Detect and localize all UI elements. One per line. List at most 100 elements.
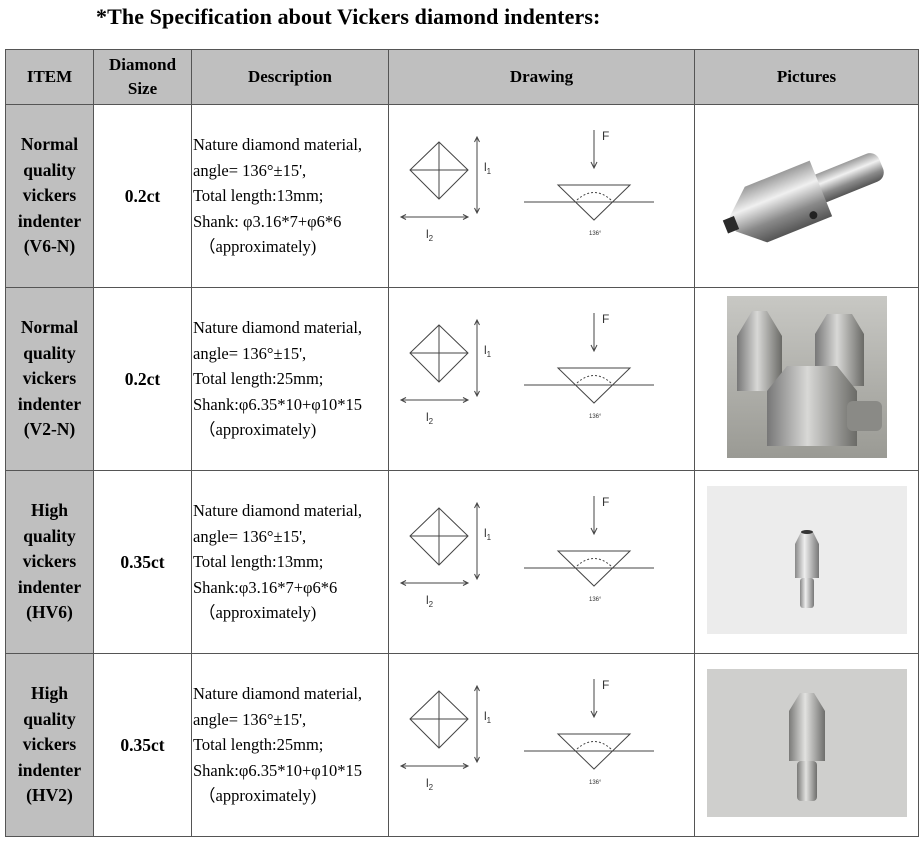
header-size-line2: Size (127, 79, 158, 98)
description-line: angle= 136°±15', (193, 160, 307, 180)
item-line: vickers (22, 551, 77, 572)
indenter-side-view (556, 184, 632, 221)
description-line: （approximately) (199, 420, 317, 440)
force-arrow-head (590, 344, 598, 353)
description-line: （approximately) (199, 237, 317, 257)
force-arrow-head (590, 527, 598, 536)
item-line: (HV6) (26, 602, 73, 623)
l2-arrow-right (462, 580, 470, 586)
item-line: quality (23, 342, 76, 363)
svg-text:l1: l1 (484, 709, 492, 725)
description-line: Shank:φ3.16*7+φ6*6 (193, 577, 338, 597)
item-line: (V2-N) (23, 419, 76, 440)
description-line: angle= 136°±15', (193, 709, 307, 729)
l1-arrow-up (474, 135, 480, 143)
force-label: F (602, 129, 609, 143)
table-row: Normal quality vickers indenter (V6-N) 0… (5, 104, 919, 288)
indenter-drawing: l1 l2 F 136° (399, 312, 654, 426)
l2-arrow-right (462, 214, 470, 220)
indenter-photo-v6n (722, 152, 884, 242)
l2-label: l (426, 776, 429, 790)
header-pictures: Pictures (694, 49, 919, 105)
picture-cell (694, 104, 919, 288)
indenter-drawing: l1 l2 F 136° (399, 129, 654, 243)
item-line: vickers (22, 185, 77, 206)
l2-arrow-left (399, 397, 407, 403)
item-line: indenter (17, 210, 82, 231)
item-line: Normal (20, 317, 79, 338)
item-cell: High quality vickers indenter (HV6) (5, 470, 94, 654)
description-line: Shank:φ6.35*10+φ10*15 (193, 394, 363, 414)
angle-label: 136° (589, 414, 602, 420)
svg-text:l2: l2 (426, 227, 434, 243)
l1-arrow-up (474, 501, 480, 509)
angle-label: 136° (589, 780, 602, 786)
l1-arrow-up (474, 684, 480, 692)
description-line: （approximately) (199, 603, 317, 623)
svg-text:l2: l2 (426, 410, 434, 426)
svg-text:l1: l1 (484, 160, 492, 176)
force-label: F (602, 678, 609, 692)
table-row: High quality vickers indenter (HV6) 0.35… (5, 470, 919, 654)
angle-arc (576, 375, 612, 384)
table-row: Normal quality vickers indenter (V2-N) 0… (5, 287, 919, 471)
l1-subscript: 1 (487, 533, 492, 542)
drawing-cell: l1 l2 F 136° (388, 653, 695, 837)
force-arrow-head (590, 161, 598, 170)
force-label: F (602, 312, 609, 326)
l1-label: l (484, 343, 487, 357)
description-line: Shank:φ6.35*10+φ10*15 (193, 760, 363, 780)
item-line: High (31, 500, 68, 521)
product-photo (707, 124, 907, 269)
svg-text:l1: l1 (484, 343, 492, 359)
header-description: Description (191, 49, 389, 105)
l1-label: l (484, 526, 487, 540)
item-line: (V6-N) (23, 236, 76, 257)
header-diamond-size: Diamond Size (93, 49, 192, 105)
l1-arrow-down (474, 390, 480, 398)
l1-arrow-up (474, 318, 480, 326)
indenter-side-view (556, 733, 632, 770)
description-line: Nature diamond material, (193, 318, 363, 337)
angle-label: 136° (589, 231, 602, 237)
diamond-size-cell: 0.35ct (93, 470, 192, 654)
item-line: vickers (22, 734, 77, 755)
indenter-drawing: l1 l2 F 136° (399, 495, 654, 609)
description-line: （approximately) (199, 786, 317, 806)
description-cell: Nature diamond material, angle= 136°±15'… (191, 470, 389, 654)
l2-arrow-right (462, 763, 470, 769)
angle-label: 136° (589, 597, 602, 603)
item-line: vickers (22, 368, 77, 389)
item-line: indenter (17, 759, 82, 780)
l1-arrow-down (474, 573, 480, 581)
angle-arc (576, 558, 612, 567)
indenter-photo-hv6 (706, 485, 907, 634)
l2-label: l (426, 593, 429, 607)
l1-subscript: 1 (487, 167, 492, 176)
description-cell: Nature diamond material, angle= 136°±15'… (191, 653, 389, 837)
indenter-photo-v2n (726, 295, 887, 458)
l1-label: l (484, 709, 487, 723)
diamond-size-cell: 0.2ct (93, 287, 192, 471)
page-title: *The Specification about Vickers diamond… (96, 4, 601, 29)
description-line: Total length:13mm; (193, 552, 324, 572)
picture-cell (694, 653, 919, 837)
svg-text:l2: l2 (426, 776, 434, 792)
item-cell: High quality vickers indenter (HV2) (5, 653, 94, 837)
item-line: High (31, 683, 68, 704)
product-photo (726, 295, 887, 463)
l1-arrow-down (474, 756, 480, 764)
picture-cell (694, 287, 919, 471)
header-drawing: Drawing (388, 49, 695, 105)
item-line: Normal (20, 134, 79, 155)
drawing-cell: l1 l2 F 136° (388, 470, 695, 654)
item-cell: Normal quality vickers indenter (V6-N) (5, 104, 94, 288)
description-line: Total length:13mm; (193, 186, 324, 206)
description-cell: Nature diamond material, angle= 136°±15'… (191, 104, 389, 288)
item-line: quality (23, 525, 76, 546)
item-line: indenter (17, 576, 82, 597)
description-line: angle= 136°±15', (193, 343, 307, 363)
item-line: (HV2) (26, 785, 73, 806)
force-label: F (602, 495, 609, 509)
diamond-size-cell: 0.2ct (93, 104, 192, 288)
